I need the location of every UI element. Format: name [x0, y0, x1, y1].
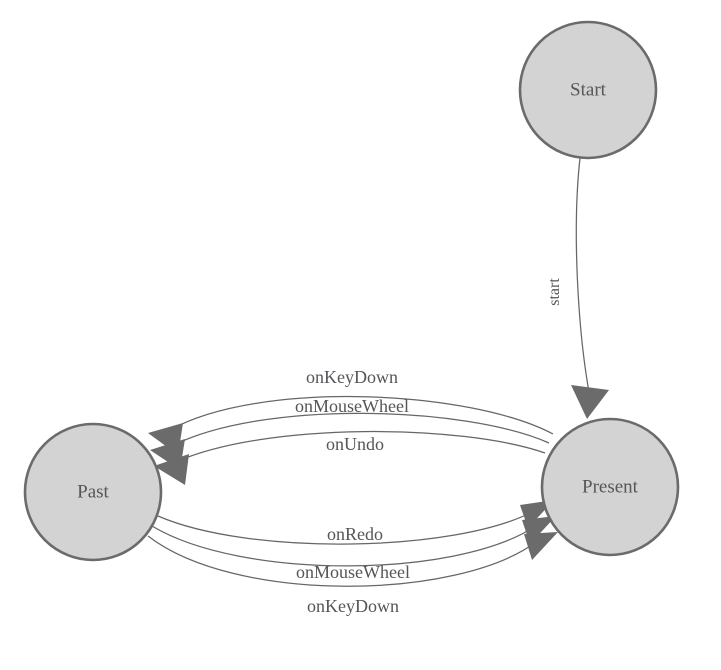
- node-past-label: Past: [77, 481, 109, 502]
- node-present-label: Present: [582, 476, 639, 497]
- edge-present-to-past-onundo-path: [175, 430, 546, 463]
- edge-past-to-present-onkeydown-path: [147, 535, 537, 587]
- node-past[interactable]: Past: [23, 422, 163, 562]
- edge-start-to-present[interactable]: start: [546, 157, 609, 419]
- arrowhead-into-present-3: [524, 532, 558, 560]
- node-start-label: Start: [570, 79, 607, 100]
- edge-present-to-past-onundo[interactable]: onUndo: [154, 430, 546, 485]
- arrowhead-into-present-top: [571, 385, 609, 419]
- edge-label-present-past-onundo: onUndo: [326, 434, 384, 454]
- edge-past-to-present-onredo[interactable]: onRedo: [157, 500, 554, 545]
- node-present-circle[interactable]: [540, 417, 680, 557]
- edge-past-to-present-onmousewheel-path: [151, 525, 535, 567]
- edge-present-to-past-onmousewheel[interactable]: onMouseWheel: [150, 396, 550, 470]
- node-start-circle[interactable]: [518, 20, 658, 160]
- node-past-circle[interactable]: [23, 422, 163, 562]
- edge-present-to-past-onmousewheel-path: [171, 412, 550, 447]
- edge-label-start: start: [546, 278, 563, 306]
- edge-label-present-past-onkeydown: onKeyDown: [306, 367, 398, 387]
- edge-label-past-present-onkeydown: onKeyDown: [307, 596, 399, 616]
- node-start[interactable]: Start: [518, 20, 658, 160]
- edge-label-present-past-onmousewheel: onMouseWheel: [295, 396, 409, 416]
- edge-label-past-present-onredo: onRedo: [327, 524, 383, 544]
- edge-start-to-present-path: [575, 157, 590, 393]
- edge-present-to-past-onkeydown-path: [169, 395, 554, 435]
- node-present[interactable]: Present: [540, 417, 680, 557]
- edge-past-to-present-onredo-path: [157, 511, 533, 545]
- edge-label-past-present-onmousewheel: onMouseWheel: [296, 562, 410, 582]
- edge-past-to-present-onkeydown[interactable]: onKeyDown: [147, 532, 558, 616]
- arrowhead-into-past-3: [154, 454, 189, 485]
